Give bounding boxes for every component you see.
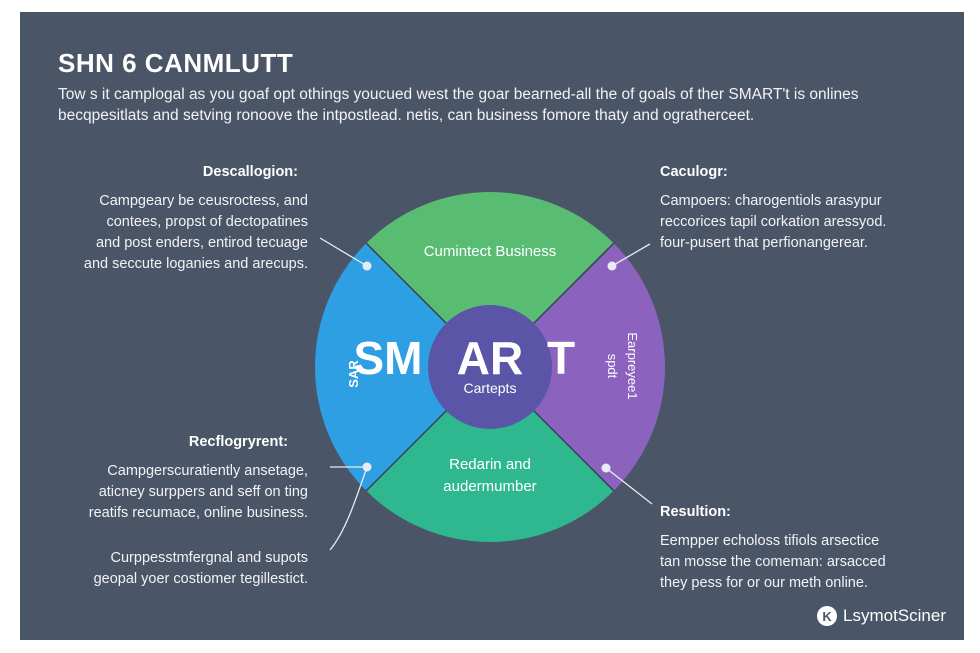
segment-left-letters: SM	[354, 332, 423, 384]
reflogrent-block: Recflogryrent: Campgerscuratiently anset…	[60, 432, 308, 524]
connector-top-left	[319, 237, 368, 267]
intro-paragraph: Tow s it camplogal as you goaf opt othin…	[58, 84, 898, 126]
description-line: and seccute loganies and arecups.	[83, 256, 308, 272]
resolution-line: tan mosse the comeman: arsacced	[660, 554, 886, 570]
reflogrent-line: reatifs recumace, online business.	[88, 505, 308, 521]
segment-left-rotated: SAR	[346, 360, 361, 388]
smart-diagram: Cumintect Business Redarin and audermumb…	[315, 192, 665, 551]
intro-line: becqpesitlats and setving ronoove the in…	[58, 107, 755, 124]
segment-bottom	[315, 367, 665, 542]
category-line: four-pusert that perfionangerear.	[660, 235, 868, 251]
connector-bottom-right	[605, 467, 653, 505]
description-line: contees, propst of dectopatines	[106, 214, 308, 230]
category-heading: Caculogr:	[660, 164, 728, 180]
logo-text: LsymotSciner	[843, 606, 946, 625]
resolution-block: Resultion: Eempper echoloss tifiols arse…	[660, 502, 950, 594]
description-line: Campgeary be ceusroctess, and	[99, 193, 308, 209]
segment-bottom-label-line1: Redarin and	[449, 456, 531, 473]
center-letters: AR	[457, 332, 523, 384]
page-title: SHN 6 CANMLUTT	[58, 48, 294, 78]
connector-dot-top-right	[607, 261, 617, 271]
category-line: reccorices tapil corkation aressyod.	[660, 214, 887, 230]
center-circle	[428, 305, 552, 429]
description-heading: Descallogion:	[202, 164, 298, 180]
segment-right-rotated-2: Earpreyee1	[625, 332, 640, 399]
connector-dot-top-left	[362, 261, 372, 271]
description-line: and post enders, entirod tecuage	[95, 235, 308, 251]
description-block: Descallogion: Campgeary be ceusroctess, …	[60, 162, 308, 275]
resolution-heading: Resultion:	[660, 504, 731, 520]
reflogrent-line: Campgerscuratiently ansetage,	[107, 463, 308, 479]
segment-right-rotated-1: spdt	[605, 354, 620, 379]
logo-mark-icon: K	[817, 606, 838, 626]
connector-top-right	[611, 243, 651, 267]
bottom-left-line: geopal yoer costiomer tegillestict.	[93, 571, 308, 587]
infographic-panel: SHN 6 CANMLUTT Tow s it camplogal as you…	[20, 12, 964, 640]
segment-top-label: Cumintect Business	[424, 243, 557, 260]
resolution-line: Eempper echoloss tifiols arsectice	[660, 533, 880, 549]
segment-right-letter: T	[547, 332, 575, 384]
category-block: Caculogr: Campoers: charogentiols arasyp…	[660, 162, 950, 254]
segment-left	[315, 192, 490, 542]
center-label: Cartepts	[464, 380, 517, 396]
connector-bottom-left	[329, 466, 368, 551]
resolution-line: they pess for or our meth online.	[660, 575, 868, 591]
segment-top	[315, 192, 665, 367]
category-line: Campoers: charogentiols arasypur	[660, 193, 882, 209]
intro-line: Tow s it camplogal as you goaf opt othin…	[58, 86, 859, 103]
reflogrent-heading: Recflogryrent:	[188, 434, 288, 450]
reflogrent-line: aticney surppers and seff on ting	[98, 484, 308, 500]
bottom-left-block: Curppesstmfergnal and supots geopal yoer…	[60, 548, 308, 590]
connector-dot-bottom-right	[601, 463, 611, 473]
segment-right	[490, 192, 665, 542]
bottom-left-line: Curppesstmfergnal and supots	[110, 550, 308, 566]
brand-logo: K LsymotSciner	[817, 606, 946, 626]
segment-bottom-label-line2: audermumber	[443, 478, 536, 495]
